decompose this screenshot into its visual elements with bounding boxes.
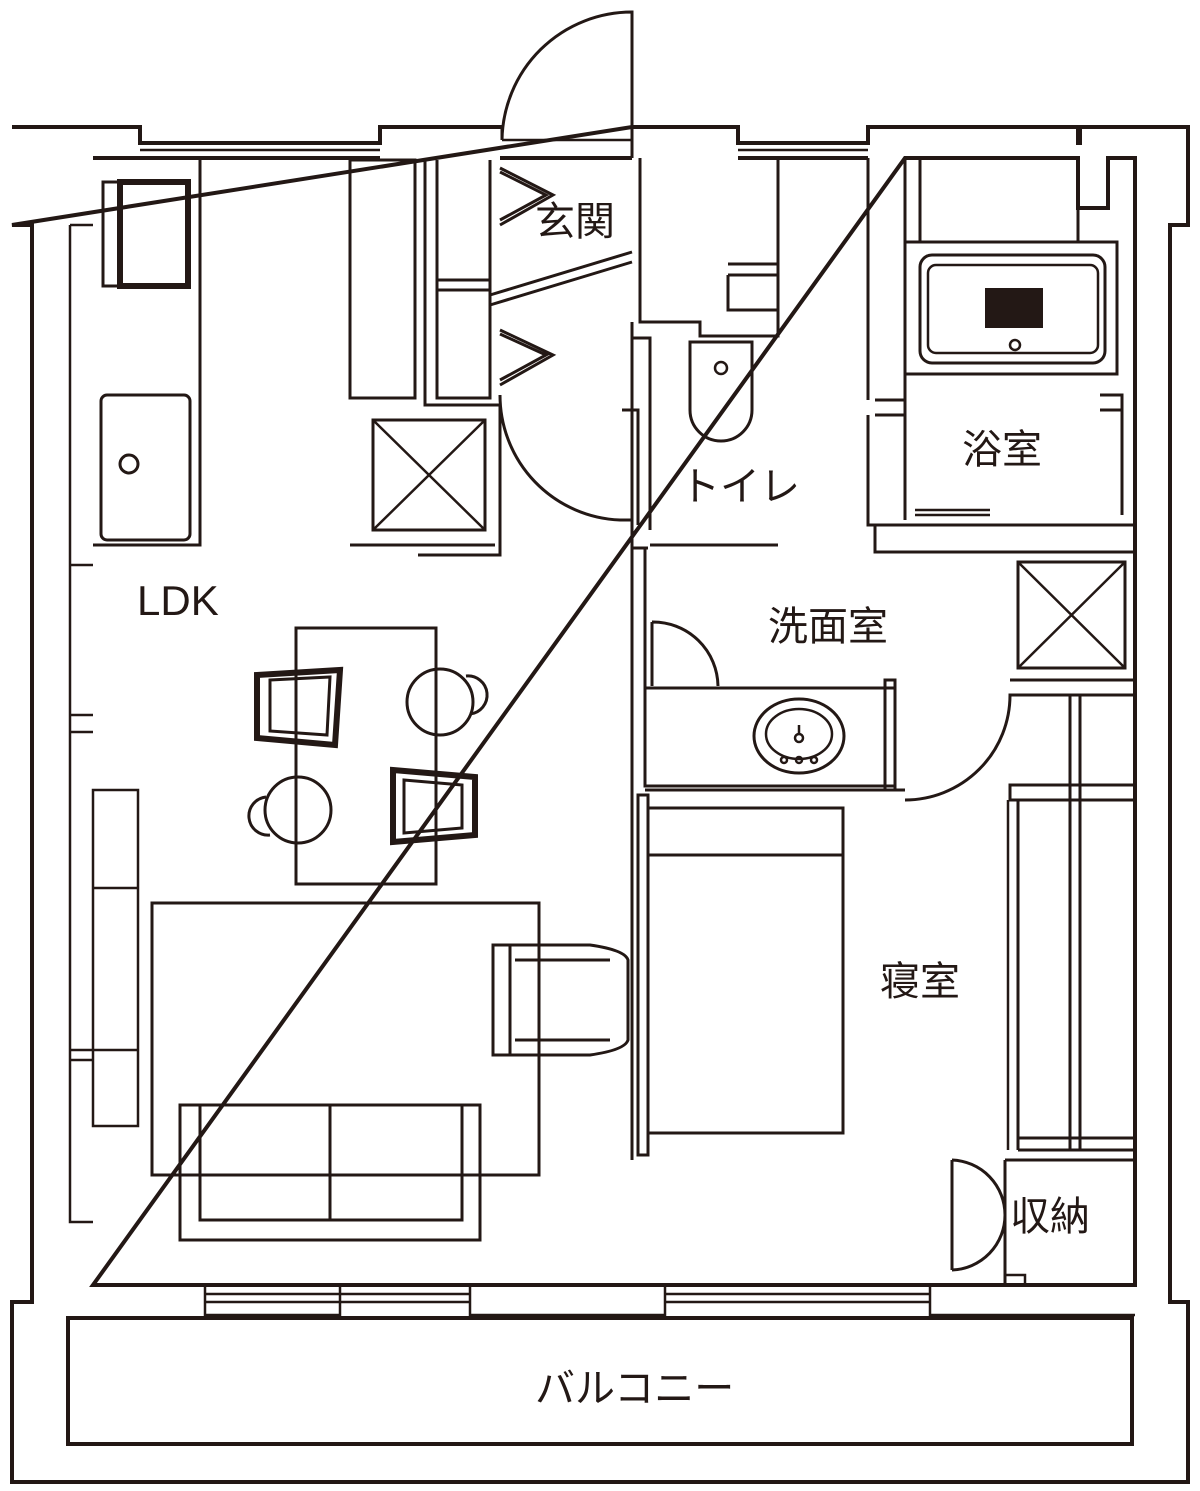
washroom <box>630 548 1137 1160</box>
living-set <box>150 901 630 1242</box>
label-balcony: バルコニー <box>535 1366 734 1412</box>
label-bathroom: 浴室 <box>962 427 1042 473</box>
label-toilet: トイレ <box>680 464 800 510</box>
hall-closet <box>348 158 634 557</box>
label-entrance: 玄関 <box>535 199 615 245</box>
label-bedroom: 寝室 <box>880 959 960 1005</box>
dining-set <box>247 626 489 886</box>
drain-grid <box>985 288 1043 328</box>
label-washroom: 洗面室 <box>768 604 888 650</box>
kitchen-counter <box>93 158 202 547</box>
bedroom <box>636 695 1137 1157</box>
bathroom <box>866 158 1135 554</box>
balcony <box>66 1286 1135 1446</box>
label-ldk: LDK <box>137 577 219 624</box>
exterior-walls <box>10 125 1190 1484</box>
room-labels: 玄関 トイレ 浴室 LDK 洗面室 寝室 収納 バルコニー <box>137 199 1090 1412</box>
toilet-room <box>622 322 778 550</box>
left-window-panels <box>68 223 140 1224</box>
storage-closet <box>950 1158 1135 1285</box>
label-storage: 収納 <box>1010 1194 1090 1240</box>
entrance-area <box>489 10 780 387</box>
